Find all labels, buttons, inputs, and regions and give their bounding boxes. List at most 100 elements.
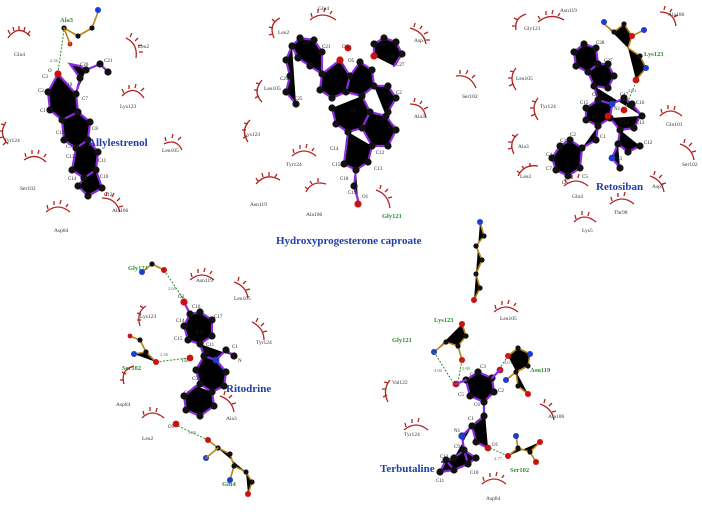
svg-text:C14: C14	[620, 121, 629, 126]
svg-text:Ala3: Ala3	[226, 416, 237, 422]
svg-text:C10: C10	[376, 117, 385, 122]
svg-text:C2: C2	[204, 351, 210, 356]
molecule-title: Hydroxyprogesterone caproate	[276, 235, 422, 247]
svg-text:C19: C19	[56, 131, 65, 136]
svg-text:O: O	[48, 69, 52, 74]
svg-text:Ala3: Ala3	[414, 114, 425, 120]
svg-text:C20: C20	[336, 65, 345, 70]
svg-text:C12: C12	[644, 141, 653, 146]
svg-text:C2: C2	[570, 133, 576, 138]
svg-text:C19: C19	[348, 191, 357, 196]
svg-text:Leu105: Leu105	[234, 296, 251, 302]
svg-text:Ser102: Ser102	[122, 365, 141, 372]
ligand-terbutaline: C1 C2 C3 C4 C5 C6 C7 C9 C10 C11 C12 N1 O…	[436, 365, 504, 484]
svg-text:Gly121: Gly121	[128, 265, 148, 272]
svg-text:C6: C6	[562, 181, 568, 186]
ligand-ritodrine: O3 C16 C17 C14 C15 C12 C11 C1 C2 C5 C6 O…	[168, 295, 242, 430]
svg-text:C1: C1	[232, 345, 238, 350]
svg-text:C28: C28	[596, 41, 605, 46]
svg-text:C25: C25	[294, 97, 303, 102]
svg-text:Thr98: Thr98	[614, 210, 628, 216]
svg-text:C8: C8	[350, 109, 356, 114]
svg-text:Leu105: Leu105	[162, 148, 179, 154]
svg-text:Asn119: Asn119	[560, 8, 577, 14]
svg-text:C10: C10	[100, 175, 109, 180]
svg-text:Lys123: Lys123	[140, 314, 156, 320]
svg-text:Ser102: Ser102	[20, 186, 36, 192]
svg-text:Gln4: Gln4	[14, 52, 25, 58]
svg-text:C13: C13	[636, 121, 645, 126]
hbond-distance: 2.26	[50, 58, 59, 63]
svg-text:C3: C3	[42, 75, 48, 80]
svg-text:C2: C2	[498, 389, 504, 394]
svg-text:3.00: 3.00	[434, 368, 443, 373]
svg-text:Tyr124: Tyr124	[286, 162, 302, 168]
panel-retosiban: 2.84 C28 C27 C19 C18 C17 C16 C13 C12 C14…	[507, 5, 698, 234]
svg-text:Lys5: Lys5	[582, 228, 593, 234]
svg-text:O3: O3	[342, 45, 349, 50]
svg-text:C4: C4	[546, 153, 552, 158]
svg-text:O1: O1	[168, 425, 175, 430]
svg-text:3.03: 3.03	[504, 360, 513, 365]
svg-text:C1: C1	[600, 135, 606, 140]
svg-text:N1: N1	[454, 429, 461, 434]
panel-terbutaline: Lys123 Gly121 Asn119	[380, 219, 564, 502]
svg-text:Asn119: Asn119	[530, 367, 551, 374]
atom-n	[95, 7, 101, 13]
molecule-title: Ritodrine	[226, 383, 271, 395]
svg-text:Gly121: Gly121	[392, 337, 412, 344]
svg-text:Leu2: Leu2	[142, 436, 154, 442]
svg-text:Leu2: Leu2	[520, 174, 532, 180]
residue-arcs	[120, 267, 268, 419]
svg-text:C14: C14	[68, 177, 77, 182]
svg-text:C2: C2	[38, 89, 44, 94]
svg-text:C27: C27	[396, 63, 405, 68]
panel-hydroxyprogesterone-caproate: O3 O4 O5 C21 C22 C23 C24 C25 C26 C27 C20…	[242, 6, 478, 247]
residue-arcs	[242, 7, 477, 209]
panel-allylestrenol: 2.26 Ala3 C18 C19	[0, 7, 183, 234]
svg-text:C9: C9	[454, 445, 460, 450]
svg-text:C2: C2	[396, 91, 402, 96]
svg-text:2.65: 2.65	[168, 286, 177, 291]
svg-text:2.56: 2.56	[160, 352, 169, 357]
svg-text:Ser102: Ser102	[682, 162, 698, 168]
svg-text:C18: C18	[604, 97, 613, 102]
svg-text:Ala3: Ala3	[518, 144, 529, 150]
molecule-title: Allylestrenol	[88, 137, 148, 149]
svg-text:Ala106: Ala106	[112, 208, 128, 214]
molecule-title: Retosiban	[596, 181, 643, 193]
svg-text:C12: C12	[440, 455, 449, 460]
svg-text:Ser102: Ser102	[510, 467, 529, 474]
svg-text:Ala106: Ala106	[306, 212, 322, 218]
svg-text:C3: C3	[560, 139, 566, 144]
svg-text:C1: C1	[40, 109, 46, 114]
svg-text:Val122: Val122	[392, 380, 408, 386]
svg-text:Lys123: Lys123	[644, 51, 664, 58]
svg-text:C7: C7	[476, 421, 482, 426]
svg-text:C4: C4	[470, 373, 476, 378]
svg-text:Gln4: Gln4	[222, 481, 236, 488]
svg-text:Asp84: Asp84	[486, 496, 501, 502]
svg-text:C21: C21	[322, 45, 331, 50]
svg-text:Asp84: Asp84	[54, 228, 69, 234]
svg-text:C15: C15	[332, 163, 341, 168]
panel-ritodrine: Gly121 2.65 O3 C16 C17 C1	[116, 261, 272, 497]
svg-text:C15: C15	[580, 101, 589, 106]
svg-text:C12: C12	[104, 193, 113, 198]
svg-text:Gln4: Gln4	[318, 6, 329, 12]
svg-text:C11: C11	[206, 343, 215, 348]
svg-text:Tyr124: Tyr124	[4, 138, 20, 144]
svg-text:Tyr124: Tyr124	[256, 340, 272, 346]
svg-text:N3: N3	[616, 157, 623, 162]
svg-text:C14: C14	[176, 319, 185, 324]
svg-text:C18: C18	[64, 83, 73, 88]
residue-arcs	[0, 26, 183, 213]
svg-text:C1: C1	[468, 417, 474, 422]
svg-text:C22: C22	[302, 41, 311, 46]
molecule-title: Terbutaline	[380, 463, 435, 475]
svg-text:Tyr124: Tyr124	[540, 104, 556, 110]
svg-text:C24: C24	[280, 77, 289, 82]
svg-text:C11: C11	[98, 159, 107, 164]
svg-text:Gln4: Gln4	[572, 194, 583, 200]
svg-text:C10: C10	[470, 471, 479, 476]
